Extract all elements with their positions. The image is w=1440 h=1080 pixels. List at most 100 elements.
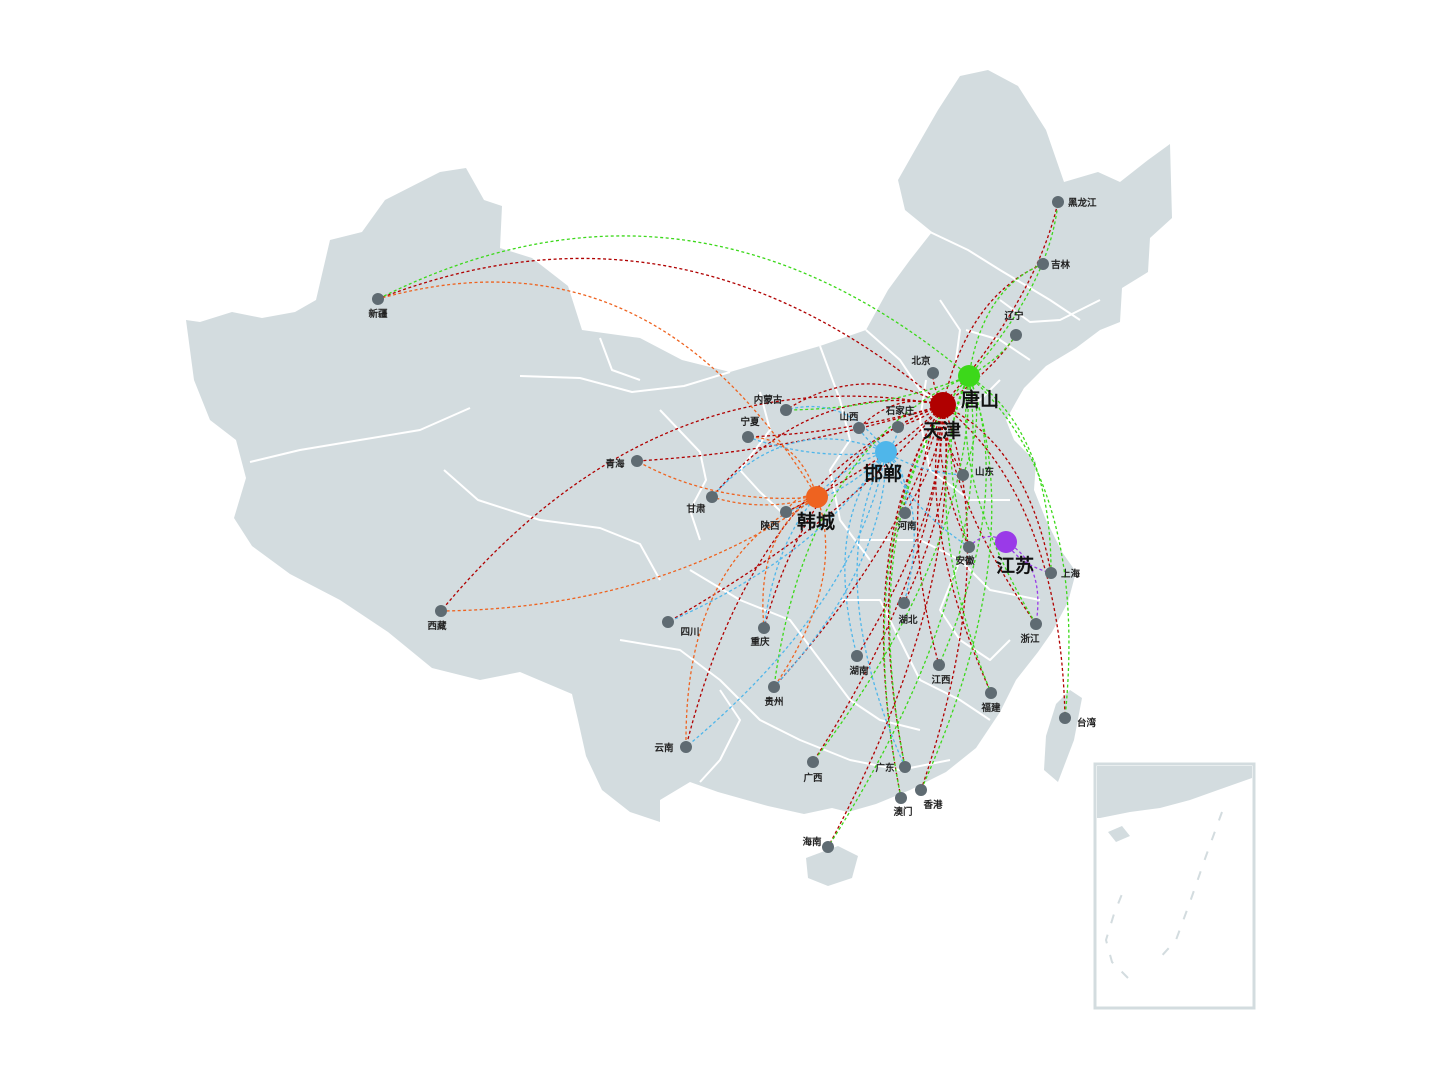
label-shanghai: 上海	[1061, 568, 1081, 580]
label-chongqing: 重庆	[750, 636, 770, 648]
marker-heilongjiang[interactable]	[1052, 196, 1064, 208]
route-handan-guizhou	[773, 451, 887, 688]
route-tianjin-gansu	[711, 399, 944, 498]
marker-hainan[interactable]	[822, 841, 834, 853]
route-hancheng-qinghai	[636, 460, 818, 500]
label-xianggang: 香港	[922, 799, 943, 811]
route-tangshan-xinjiang	[377, 235, 970, 377]
taiwan-island	[1044, 690, 1082, 782]
route-tianjin-fujian	[934, 404, 992, 694]
route-tianjin-shanxi	[858, 400, 944, 429]
marker-anhui[interactable]	[963, 541, 975, 553]
label-shaanxi: 陕西	[760, 520, 780, 532]
marker-aomen[interactable]	[895, 792, 907, 804]
marker-guangdong[interactable]	[899, 761, 911, 773]
label-guangdong: 广东	[875, 762, 895, 774]
label-shijiazhuang: 石家庄	[885, 405, 915, 417]
route-handan-neimenggu	[785, 405, 887, 453]
marker-shandong[interactable]	[957, 469, 969, 481]
route-hancheng-ningxia	[747, 436, 818, 498]
label-shanxi: 山西	[839, 411, 859, 423]
marker-shaanxi[interactable]	[780, 506, 792, 518]
hub-label-tianjin: 天津	[923, 419, 961, 442]
hub-jiangsu[interactable]	[995, 531, 1017, 553]
route-tangshan-aomen	[883, 375, 970, 799]
marker-hunan[interactable]	[851, 650, 863, 662]
route-hancheng-xinjiang	[377, 281, 818, 498]
label-qinghai: 青海	[605, 458, 625, 470]
marker-henan[interactable]	[899, 507, 911, 519]
hub-tianjin[interactable]	[930, 392, 956, 418]
marker-beijing[interactable]	[927, 367, 939, 379]
route-handan-gansu	[711, 438, 887, 498]
label-fujian: 福建	[980, 702, 1001, 714]
route-tianjin-qinghai	[636, 404, 944, 462]
marker-shanxi[interactable]	[853, 422, 865, 434]
route-tianjin-guangxi	[812, 404, 944, 763]
marker-zhejiang[interactable]	[1030, 618, 1042, 630]
label-yunnan: 云南	[654, 742, 674, 754]
hub-label-hancheng: 韩城	[797, 510, 835, 533]
route-hancheng-yunnan	[685, 496, 818, 748]
marker-taiwan[interactable]	[1059, 712, 1071, 724]
marker-xinjiang[interactable]	[372, 293, 384, 305]
route-tianjin-guangdong	[887, 404, 944, 768]
route-tianjin-neimenggu	[785, 383, 944, 411]
hub-label-jiangsu: 江苏	[996, 554, 1034, 577]
route-handan-anhui	[885, 451, 970, 548]
route-lines	[377, 201, 1070, 848]
province-markers	[372, 196, 1071, 853]
label-jilin: 吉林	[1051, 259, 1071, 271]
label-aomen: 澳门	[893, 806, 912, 818]
label-gansu: 甘肃	[686, 503, 706, 515]
label-anhui: 安徽	[955, 555, 975, 567]
marker-liaoning[interactable]	[1010, 329, 1022, 341]
hub-hancheng[interactable]	[806, 486, 828, 508]
hub-label-tangshan: 唐山	[961, 388, 999, 411]
label-taiwan: 台湾	[1077, 717, 1097, 729]
route-tangshan-shandong	[962, 375, 978, 476]
marker-qinghai[interactable]	[631, 455, 643, 467]
mainland-shape	[186, 70, 1172, 822]
marker-neimenggu[interactable]	[780, 404, 792, 416]
route-tangshan-jiangxi	[938, 375, 987, 666]
route-tangshan-shanghai	[968, 375, 1052, 574]
south-china-sea-inset	[1093, 762, 1256, 1010]
marker-yunnan[interactable]	[680, 741, 692, 753]
hub-tangshan[interactable]	[958, 365, 980, 387]
marker-hubei[interactable]	[898, 597, 910, 609]
route-hancheng-guizhou	[773, 496, 827, 688]
marker-guizhou[interactable]	[768, 681, 780, 693]
route-tianjin-sichuan	[667, 404, 944, 623]
label-hainan: 海南	[802, 836, 822, 848]
hub-handan[interactable]	[875, 441, 897, 463]
route-tianjin-zhejiang	[942, 404, 1037, 625]
marker-jiangxi[interactable]	[933, 659, 945, 671]
route-tangshan-xianggang	[920, 375, 993, 791]
route-tianjin-guizhou	[773, 404, 944, 688]
marker-shanghai[interactable]	[1045, 567, 1057, 579]
marker-ningxia[interactable]	[742, 431, 754, 443]
marker-xianggang[interactable]	[915, 784, 927, 796]
label-liaoning: 辽宁	[1004, 310, 1024, 322]
label-hubei: 湖北	[898, 614, 918, 626]
marker-jilin[interactable]	[1037, 258, 1049, 270]
marker-gansu[interactable]	[706, 491, 718, 503]
marker-fujian[interactable]	[985, 687, 997, 699]
hainan-island	[806, 846, 858, 886]
route-tangshan-zhejiang	[965, 375, 1037, 625]
route-hancheng-xizang	[440, 496, 818, 612]
route-tianjin-xianggang	[920, 404, 969, 791]
marker-chongqing[interactable]	[758, 622, 770, 634]
marker-guangxi[interactable]	[807, 756, 819, 768]
label-sichuan: 四川	[680, 627, 699, 638]
route-tianjin-henan	[904, 404, 944, 514]
route-handan-hunan	[844, 451, 887, 657]
marker-shijiazhuang[interactable]	[892, 421, 904, 433]
label-xizang: 西藏	[427, 620, 447, 632]
label-henan: 河南	[897, 520, 917, 532]
marker-sichuan[interactable]	[662, 616, 674, 628]
route-tangshan-heilongjiang	[968, 201, 1059, 377]
marker-xizang[interactable]	[435, 605, 447, 617]
